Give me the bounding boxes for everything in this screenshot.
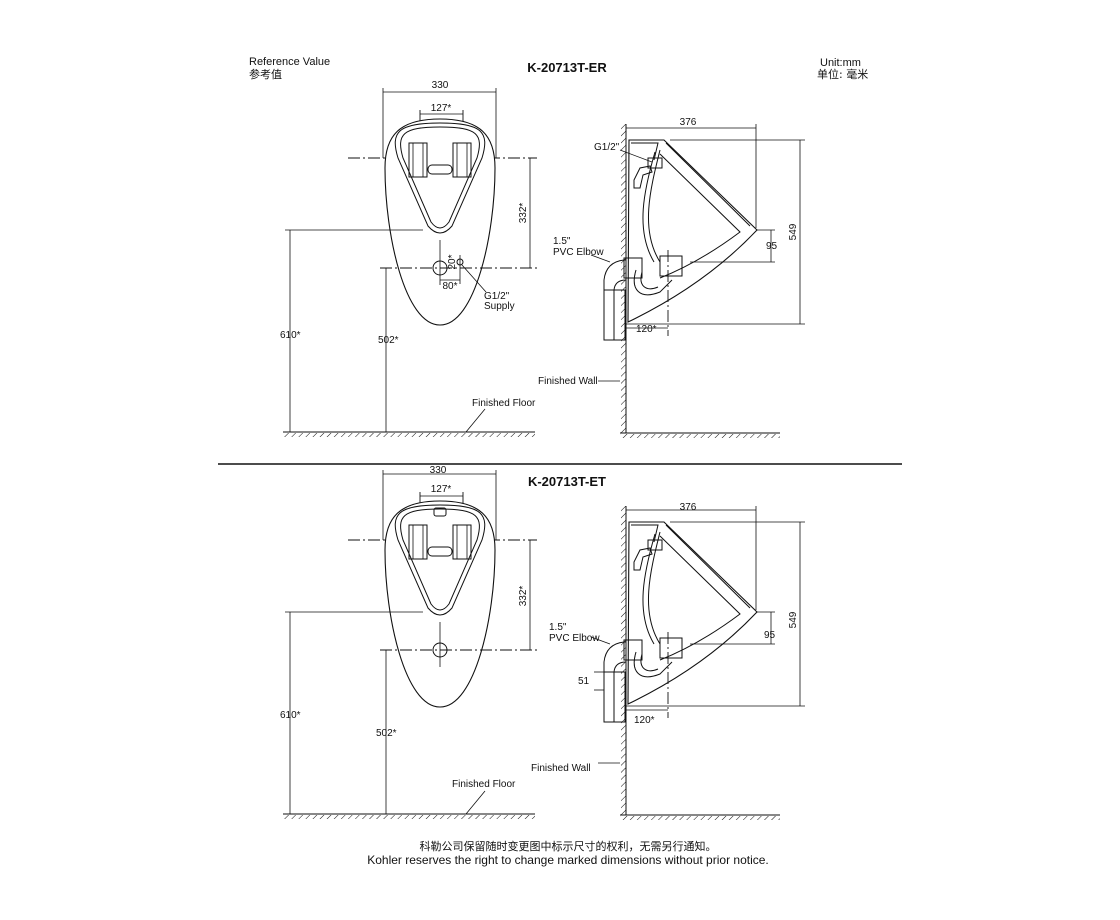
drawing-k-20713t-er: K-20713T-ER 330 127* 332* 610* 502* 20* … [280,60,806,439]
footer-note-cn: 科勒公司保留随时变更图中标示尺寸的权利，无需另行通知。 [420,839,717,853]
dim-120: 120* [636,324,657,335]
reference-value-label: Reference Value [249,56,330,68]
dim-20: 20* [447,254,458,269]
dim-95: 95 [766,241,778,252]
dim-610: 610* [280,710,301,721]
dim-332: 332* [518,203,529,224]
elbow-label-2: PVC Elbow [549,633,600,644]
dim-80: 80* [442,281,457,292]
reference-value-label-cn: 参考值 [249,67,282,81]
dim-549: 549 [788,611,799,628]
supply-label: G1/2" [484,291,510,302]
side-depth: 376 [680,502,697,513]
unit-label: Unit:mm [820,57,861,69]
dim-51: 51 [578,676,590,687]
footer-note-en: Kohler reserves the right to change mark… [367,853,769,867]
drawing-k-20713t-et: K-20713T-ET 330 127* 332* 610* 502* Fini… [280,465,806,821]
finished-wall-label: Finished Wall [538,376,598,387]
dim-width: 330 [432,80,449,91]
dim-502: 502* [376,728,397,739]
side-view [590,123,806,439]
flush-button [433,507,447,517]
side-view [590,505,806,821]
finished-wall-label: Finished Wall [531,763,591,774]
dim-610: 610* [280,330,301,341]
dim-mount: 127* [431,484,452,495]
g12-label: G1/2" [594,142,620,153]
finished-floor-label: Finished Floor [472,398,536,409]
supply-label-2: Supply [484,301,515,312]
dim-mount: 127* [431,103,452,114]
side-depth: 376 [680,117,697,128]
front-view [282,469,538,820]
finished-floor-label: Finished Floor [452,779,516,790]
model-title: K-20713T-ER [527,60,607,75]
unit-label-cn: 单位: 毫米 [817,67,868,81]
elbow-label: 1.5" [549,622,567,633]
elbow-label: 1.5" [553,236,571,247]
model-title: K-20713T-ET [528,474,606,489]
dim-95: 95 [764,630,776,641]
dim-549: 549 [788,223,799,240]
front-view [282,87,538,438]
dim-502: 502* [378,335,399,346]
dim-332: 332* [518,586,529,607]
elbow-label-2: PVC Elbow [553,247,604,258]
dim-width: 330 [430,465,447,476]
dim-120: 120* [634,715,655,726]
